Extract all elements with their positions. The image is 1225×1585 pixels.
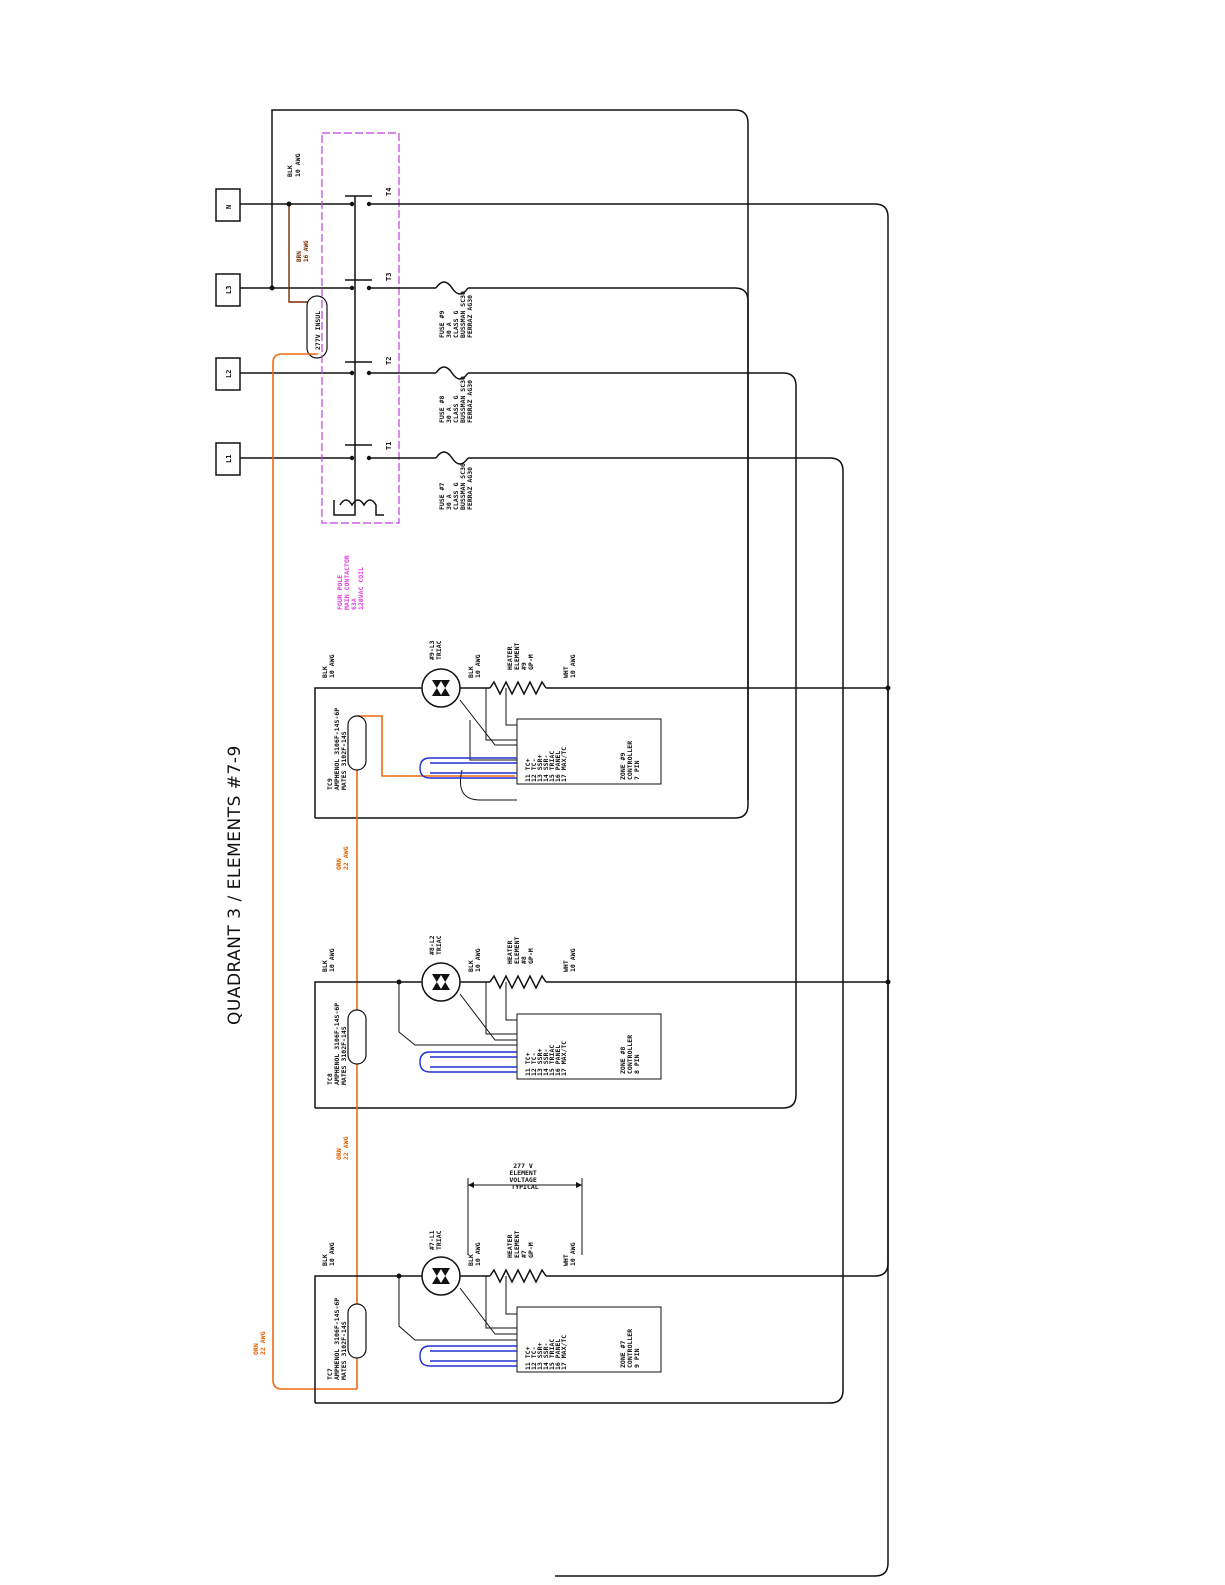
svg-text:11 TC+ 12 TC-: 11 TC+ 12 TC- 13 SSR+ 14 SSR- 15 TRIAC 1… (524, 747, 568, 782)
svg-text:BLK 10 AWG: BLK 10 AWG (467, 1242, 482, 1266)
terminal-t4: T4 (385, 188, 393, 196)
orange-wire-label-2: ORN 22 AWG (335, 1136, 350, 1160)
tc9-plug-connector: TC9 AMPHENOL 3106F-14S-6P MATES 3102F-14… (326, 704, 367, 790)
svg-text:FUSE #8 30 A CLASS: FUSE #8 30 A CLASS G BUSSMAN SC30 FERRAZ… (438, 372, 474, 423)
svg-text:277V INSUL: 277V INSUL (314, 311, 322, 350)
orange-wire-label-1: ORN 22 AWG (335, 846, 350, 870)
element-9-line-wire-label: BLK 10 AWG (321, 654, 336, 678)
terminal-t1: T1 (385, 442, 393, 450)
fuse-7: FUSE #7 30 A CLASS G BUSSMAN SC30 FERRAZ… (435, 451, 474, 510)
wire-fuse7-to-element7 (315, 457, 844, 1404)
terminal-t3: T3 (385, 273, 393, 281)
svg-text:#7-L1 TRIAC: #7-L1 TRIAC (428, 1227, 443, 1251)
svg-text:BLK 10 AWG: BLK 10 AWG (321, 948, 336, 972)
svg-text:#8-L2 TRIAC: #8-L2 TRIAC (428, 932, 443, 956)
contactor-poles (345, 195, 372, 461)
element-7-circuit: BLK 10 AWG TC7 AMPHENOL 3106F-14S-6P MAT… (314, 690, 889, 1403)
svg-text:ZONE #8 CONTROLLER: ZONE #8 CONTROLLER 8 PIN (619, 1031, 641, 1074)
fuse-9: FUSE #9 30 A CLASS G BUSSMAN SC30 FERRAZ… (435, 281, 474, 338)
svg-text:11 TC+ 12 TC-: 11 TC+ 12 TC- 13 SSR+ 14 SSR- 15 TRIAC 1… (524, 1041, 568, 1076)
wire-orange-tc9-loop (357, 715, 515, 777)
wire-fuse8-to-element8 (315, 372, 797, 1109)
supply-terminal-n: N (215, 188, 241, 222)
svg-text:L3: L3 (225, 286, 233, 294)
svg-text:WHT 10 AWG: WHT 10 AWG (562, 948, 577, 972)
tc7-plug-connector: TC7 AMPHENOL 3106F-14S-6P MATES 3102F-14… (326, 1294, 367, 1380)
svg-text:FUSE #9 30 A CLASS: FUSE #9 30 A CLASS G BUSSMAN SC30 FERRAZ… (438, 287, 474, 338)
svg-text:HEATER ELEMENT: HEATER ELEMENT #9 GP-M (506, 639, 535, 670)
wire-l3-main-loop (271, 109, 749, 819)
zone-9-controller: ZONE #9 CONTROLLER 7 PIN 11 TC+ 12 TC- 1… (516, 718, 662, 785)
svg-text:TC8 AMPHENOL 3106F-14S: TC8 AMPHENOL 3106F-14S-6P MATES 3102F-14… (326, 999, 348, 1085)
svg-text:ZONE #9 CONTROLLER: ZONE #9 CONTROLLER 7 PIN (619, 737, 641, 780)
triac-9-l3: #9-L3 TRIAC (421, 637, 461, 708)
terminal-t2: T2 (385, 357, 393, 365)
supply-terminal-l2: L2 (215, 357, 241, 391)
tc8-plug-connector: TC8 AMPHENOL 3106F-14S-6P MATES 3102F-14… (326, 999, 367, 1085)
element-9-circuit: BLK 10 AWG TC9 AMPHENOL 3106F-14S-6P MAT… (314, 637, 891, 818)
zone-8-controller: ZONE #8 CONTROLLER 8 PIN 11 TC+ 12 TC- 1… (516, 1013, 662, 1080)
heater-element-7: HEATER ELEMENT #7 GP-M (489, 1227, 547, 1284)
element-8-circuit: BLK 10 AWG TC8 AMPHENOL 3106F-14S-6P MAT… (314, 932, 891, 1108)
svg-text:WHT 10 AWG: WHT 10 AWG (562, 1242, 577, 1266)
svg-text:TC9 AMPHENOL 3106F-14S: TC9 AMPHENOL 3106F-14S-6P MATES 3102F-14… (326, 704, 348, 790)
heater-element-8: HEATER ELEMENT #8 GP-M (489, 933, 547, 990)
zone-7-controller: ZONE #7 CONTROLLER 9 PIN 11 TC+ 12 TC- 1… (516, 1306, 662, 1373)
svg-text:HEATER ELEMENT: HEATER ELEMENT #8 GP-M (506, 933, 535, 964)
voltage-dimension-note: 277 V ELEMENT VOLTAGE TYPICAL (467, 1162, 583, 1255)
supply-wire-label: BLK 10 AWG (286, 153, 302, 177)
triac-7-l1: #7-L1 TRIAC (421, 1227, 461, 1296)
contactor-shaft (333, 196, 356, 516)
svg-text:L2: L2 (225, 370, 233, 378)
svg-text:L1: L1 (225, 455, 233, 463)
supply-terminal-l3: L3 (215, 273, 241, 307)
svg-text:BLK 10 AWG: BLK 10 AWG (321, 1242, 336, 1266)
svg-text:TC7 AMPHENOL 3106F-14S: TC7 AMPHENOL 3106F-14S-6P MATES 3102F-14… (326, 1294, 348, 1380)
contactor-enclosure (321, 132, 400, 524)
fuse-8: FUSE #8 30 A CLASS G BUSSMAN SC30 FERRAZ… (435, 366, 474, 423)
orange-wire-label-3: ORN 22 AWG (252, 1331, 267, 1355)
svg-text:N: N (225, 205, 233, 209)
wire-fuse9-to-element9 (468, 287, 749, 800)
wire-orange-main (272, 353, 357, 1390)
svg-text:FUSE #7 30 A CLASS: FUSE #7 30 A CLASS G BUSSMAN SC30 FERRAZ… (438, 459, 474, 510)
svg-text:HEATER ELEMENT: HEATER ELEMENT #7 GP-M (506, 1227, 535, 1258)
svg-text:277 V ELEMENT VOLT: 277 V ELEMENT VOLTAGE TYPICAL (509, 1162, 540, 1191)
schematic-title: QUADRANT 3 / ELEMENTS #7-9 (225, 745, 245, 1025)
svg-text:BLK 10 AWG: BLK 10 AWG (467, 948, 482, 972)
svg-text:BLK 10 AWG: BLK 10 AWG (467, 654, 482, 678)
triac-8-l2: #8-L2 TRIAC (421, 932, 461, 1002)
coil-insulator: 277V INSUL (306, 295, 328, 359)
heater-element-9: HEATER ELEMENT #9 GP-M (489, 639, 547, 696)
contactor-label: FOUR POLE MAIN CONTACTOR 63A 120VAC COIL (336, 551, 365, 610)
svg-text:#9-L3 TRIAC: #9-L3 TRIAC (428, 637, 443, 661)
svg-text:WHT 10 AWG: WHT 10 AWG (562, 654, 577, 678)
supply-terminal-l1: L1 (215, 442, 241, 476)
coil-wire-label: BRN 16 AWG (296, 240, 310, 262)
svg-text:11 TC+ 12 TC-: 11 TC+ 12 TC- 13 SSR+ 14 SSR- 15 TRIAC 1… (524, 1335, 568, 1370)
svg-text:ZONE #7 CONTROLLER: ZONE #7 CONTROLLER 9 PIN (619, 1325, 641, 1368)
contactor-coil (339, 499, 384, 516)
